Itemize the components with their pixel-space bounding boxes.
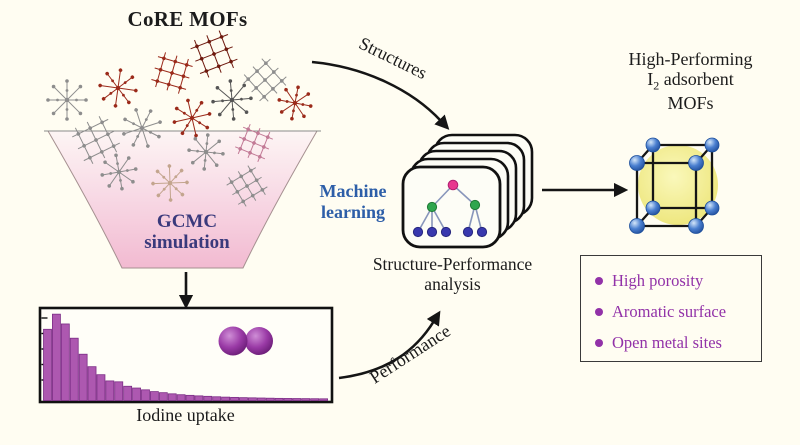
gcmc-line1: GCMC	[156, 211, 218, 232]
tree-nodes	[412, 179, 488, 238]
performance-arrow	[338, 310, 441, 380]
decision-tree-stack	[401, 133, 534, 249]
gcmc-line2: simulation	[144, 232, 230, 254]
bullet-dot-icon	[595, 307, 603, 316]
iodine-uptake-histogram	[38, 306, 334, 404]
key-features-box: High porosity Aromatic surface Open meta…	[580, 255, 762, 362]
iodine-molecule-icon	[218, 326, 273, 356]
result-line1: High-Performing	[628, 49, 753, 69]
feature-item: Open metal sites	[595, 327, 761, 358]
histogram-xlabel: Iodine uptake	[136, 405, 235, 425]
result-line2: I2 adsorbent	[647, 69, 734, 93]
metal-node-spheres	[629, 137, 720, 234]
mof-cube-icon	[629, 137, 720, 234]
bullet-dot-icon	[595, 276, 603, 285]
front-card	[401, 165, 502, 249]
result-line3: MOFs	[667, 93, 714, 114]
feature-item: High porosity	[595, 265, 761, 296]
mof-funnel	[44, 130, 321, 269]
structures-arrow	[311, 60, 450, 130]
structure-performance-analysis-label: Structure-Performance analysis	[372, 254, 533, 294]
flow-arrows	[178, 60, 629, 380]
machine-learning-label: Machine learning	[319, 181, 387, 222]
bullet-dot-icon	[595, 338, 603, 347]
mof-structures	[46, 30, 313, 207]
gcmc-simulation-label: GCMC simulation	[118, 211, 256, 254]
histogram-bars	[43, 313, 328, 401]
feature-item: Aromatic surface	[595, 296, 761, 327]
core-mofs-title: CoRE MOFs	[127, 7, 248, 31]
result-title: High-Performing I2 adsorbent MOFs	[608, 49, 773, 113]
